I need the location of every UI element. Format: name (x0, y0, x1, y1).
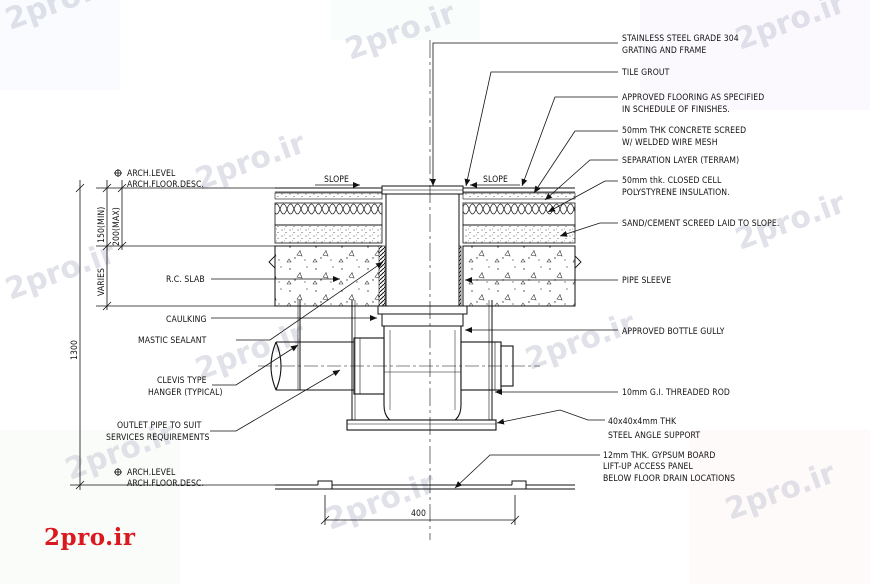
labels-left: R.C. SLAB CAULKING MASTIC SEALANT CLEVIS… (106, 169, 508, 489)
label-gypsum: 12mm THK. GYPSUM BOARD (603, 451, 715, 461)
label-angle: 40x40x4mm THK (608, 417, 677, 427)
label-gypsum-2: LIFT-UP ACCESS PANEL (603, 462, 693, 472)
floor-buildup (268, 187, 582, 307)
label-threaded-rod: 10mm G.I. THREADED ROD (622, 388, 730, 398)
dim-min: 150(MIN) (97, 207, 107, 243)
dim-width: 400 (411, 509, 426, 519)
label-arch-level-top: ARCH.LEVEL (127, 169, 176, 179)
label-screed: 50mm THK CONCRETE SCREED (622, 126, 746, 136)
label-grating-2: GRATING AND FRAME (622, 46, 706, 56)
label-bottle-gully: APPROVED BOTTLE GULLY (622, 327, 725, 337)
bottle-gully (377, 185, 468, 425)
label-angle-2: STEEL ANGLE SUPPORT (608, 431, 700, 441)
dim-max: 200(MAX) (112, 207, 122, 246)
svg-text:2pro.ir: 2pro.ir (321, 465, 441, 537)
svg-text:2pro.ir: 2pro.ir (191, 125, 311, 197)
label-insulation: 50mm thk. CLOSED CELL (622, 176, 722, 186)
dimension-texts: 150(MIN) 200(MAX) VARIES 1300 400 (70, 207, 426, 519)
label-clevis: CLEVIS TYPE (157, 376, 207, 386)
label-rc-slab: R.C. SLAB (166, 275, 205, 285)
label-arch-level-bottom: ARCH.LEVEL (127, 468, 176, 478)
label-insulation-2: POLYSTYRENE INSULATION. (622, 188, 730, 198)
label-flooring-2: IN SCHEDULE OF FINISHES. (622, 105, 730, 115)
label-slope-left: SLOPE (324, 175, 349, 185)
label-grating: STAINLESS STEEL GRADE 304 (622, 34, 739, 44)
ceiling-board (275, 480, 575, 490)
outlet-pipe (258, 337, 540, 395)
label-outlet-2: SERVICES REQUIREMENTS (106, 433, 210, 443)
label-arch-floor-bottom: ARCH.FLOOR.DESC. (127, 479, 204, 489)
dim-total: 1300 (70, 340, 80, 360)
dim-varies: VARIES (97, 268, 107, 296)
label-gypsum-3: BELOW FLOOR DRAIN LOCATIONS (603, 474, 735, 484)
label-clevis-2: HANGER (TYPICAL) (148, 388, 223, 398)
label-mastic: MASTIC SEALANT (138, 336, 207, 346)
label-screed-2: W/ WELDED WIRE MESH (622, 138, 718, 148)
label-caulking: CAULKING (166, 315, 207, 325)
label-arch-floor-top: ARCH.FLOOR.DESC. (127, 180, 204, 190)
dimension-lines (70, 169, 520, 525)
hangers (297, 300, 497, 431)
label-slope-right: SLOPE (483, 175, 508, 185)
label-sand-cement: SAND/CEMENT SCREED LAID TO SLOPE. (622, 219, 779, 229)
svg-text:2pro.ir: 2pro.ir (521, 305, 641, 377)
labels-right: STAINLESS STEEL GRADE 304 GRATING AND FR… (603, 34, 779, 484)
label-outlet: OUTLET PIPE TO SUIT (117, 421, 202, 431)
label-tile-grout: TILE GROUT (621, 68, 670, 78)
label-flooring: APPROVED FLOORING AS SPECIFIED (622, 93, 764, 103)
leader-lines (210, 42, 618, 489)
svg-text:2pro.ir: 2pro.ir (191, 315, 311, 387)
label-pipe-sleeve: PIPE SLEEVE (622, 276, 671, 286)
label-separation: SEPARATION LAYER (TERRAM) (622, 156, 739, 166)
brand-logo: 2pro.ir (44, 524, 136, 551)
